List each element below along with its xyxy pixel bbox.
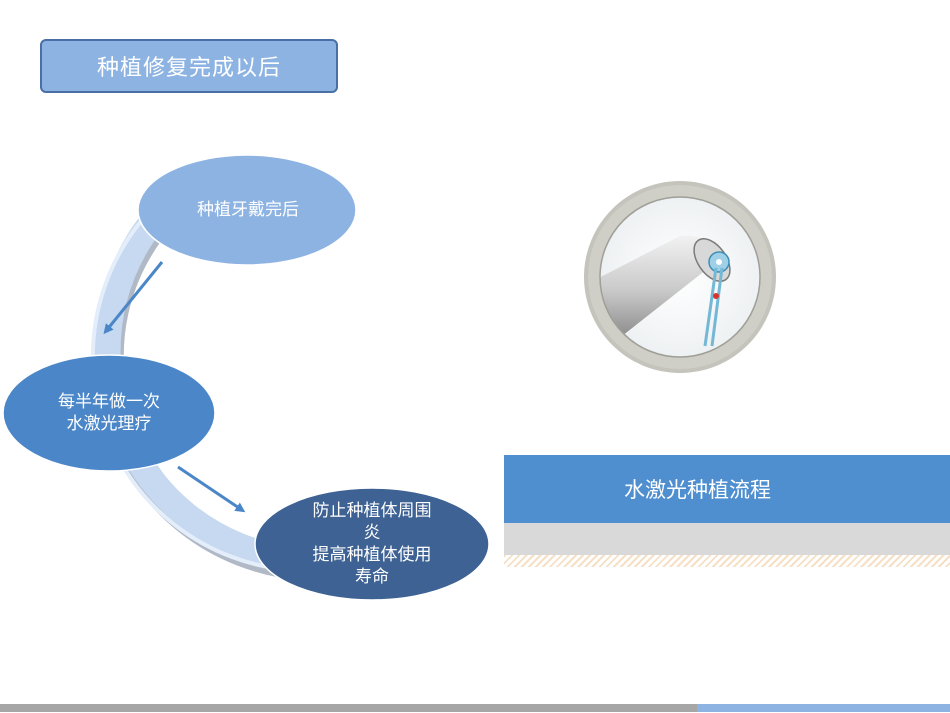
footer-bar-blue [697,704,950,712]
step-label-1: 种植牙戴完后 [197,200,299,220]
step-label-2: 每半年做一次 水激光理疗 [58,392,160,434]
banner-stripes [504,555,950,567]
step-node-3 [254,487,490,601]
page-title: 种植修复完成以后 [96,56,281,81]
step-label-3: 防止种植体周围 炎 提高种植体使用 寿命 [312,501,432,587]
arrow-step2-to-step3 [177,465,246,513]
step-node-2 [2,354,216,472]
laser-handpiece-icon [584,181,776,373]
arrow-step1-to-step2 [103,261,164,335]
process-banner: 水激光种植流程 [504,455,950,523]
step-node-1 [137,154,357,266]
footer-bar-gray [0,704,697,712]
title-box: 种植修复完成以后 [40,39,338,93]
banner-underbar [504,523,950,555]
banner-title: 水激光种植流程 [624,478,771,502]
